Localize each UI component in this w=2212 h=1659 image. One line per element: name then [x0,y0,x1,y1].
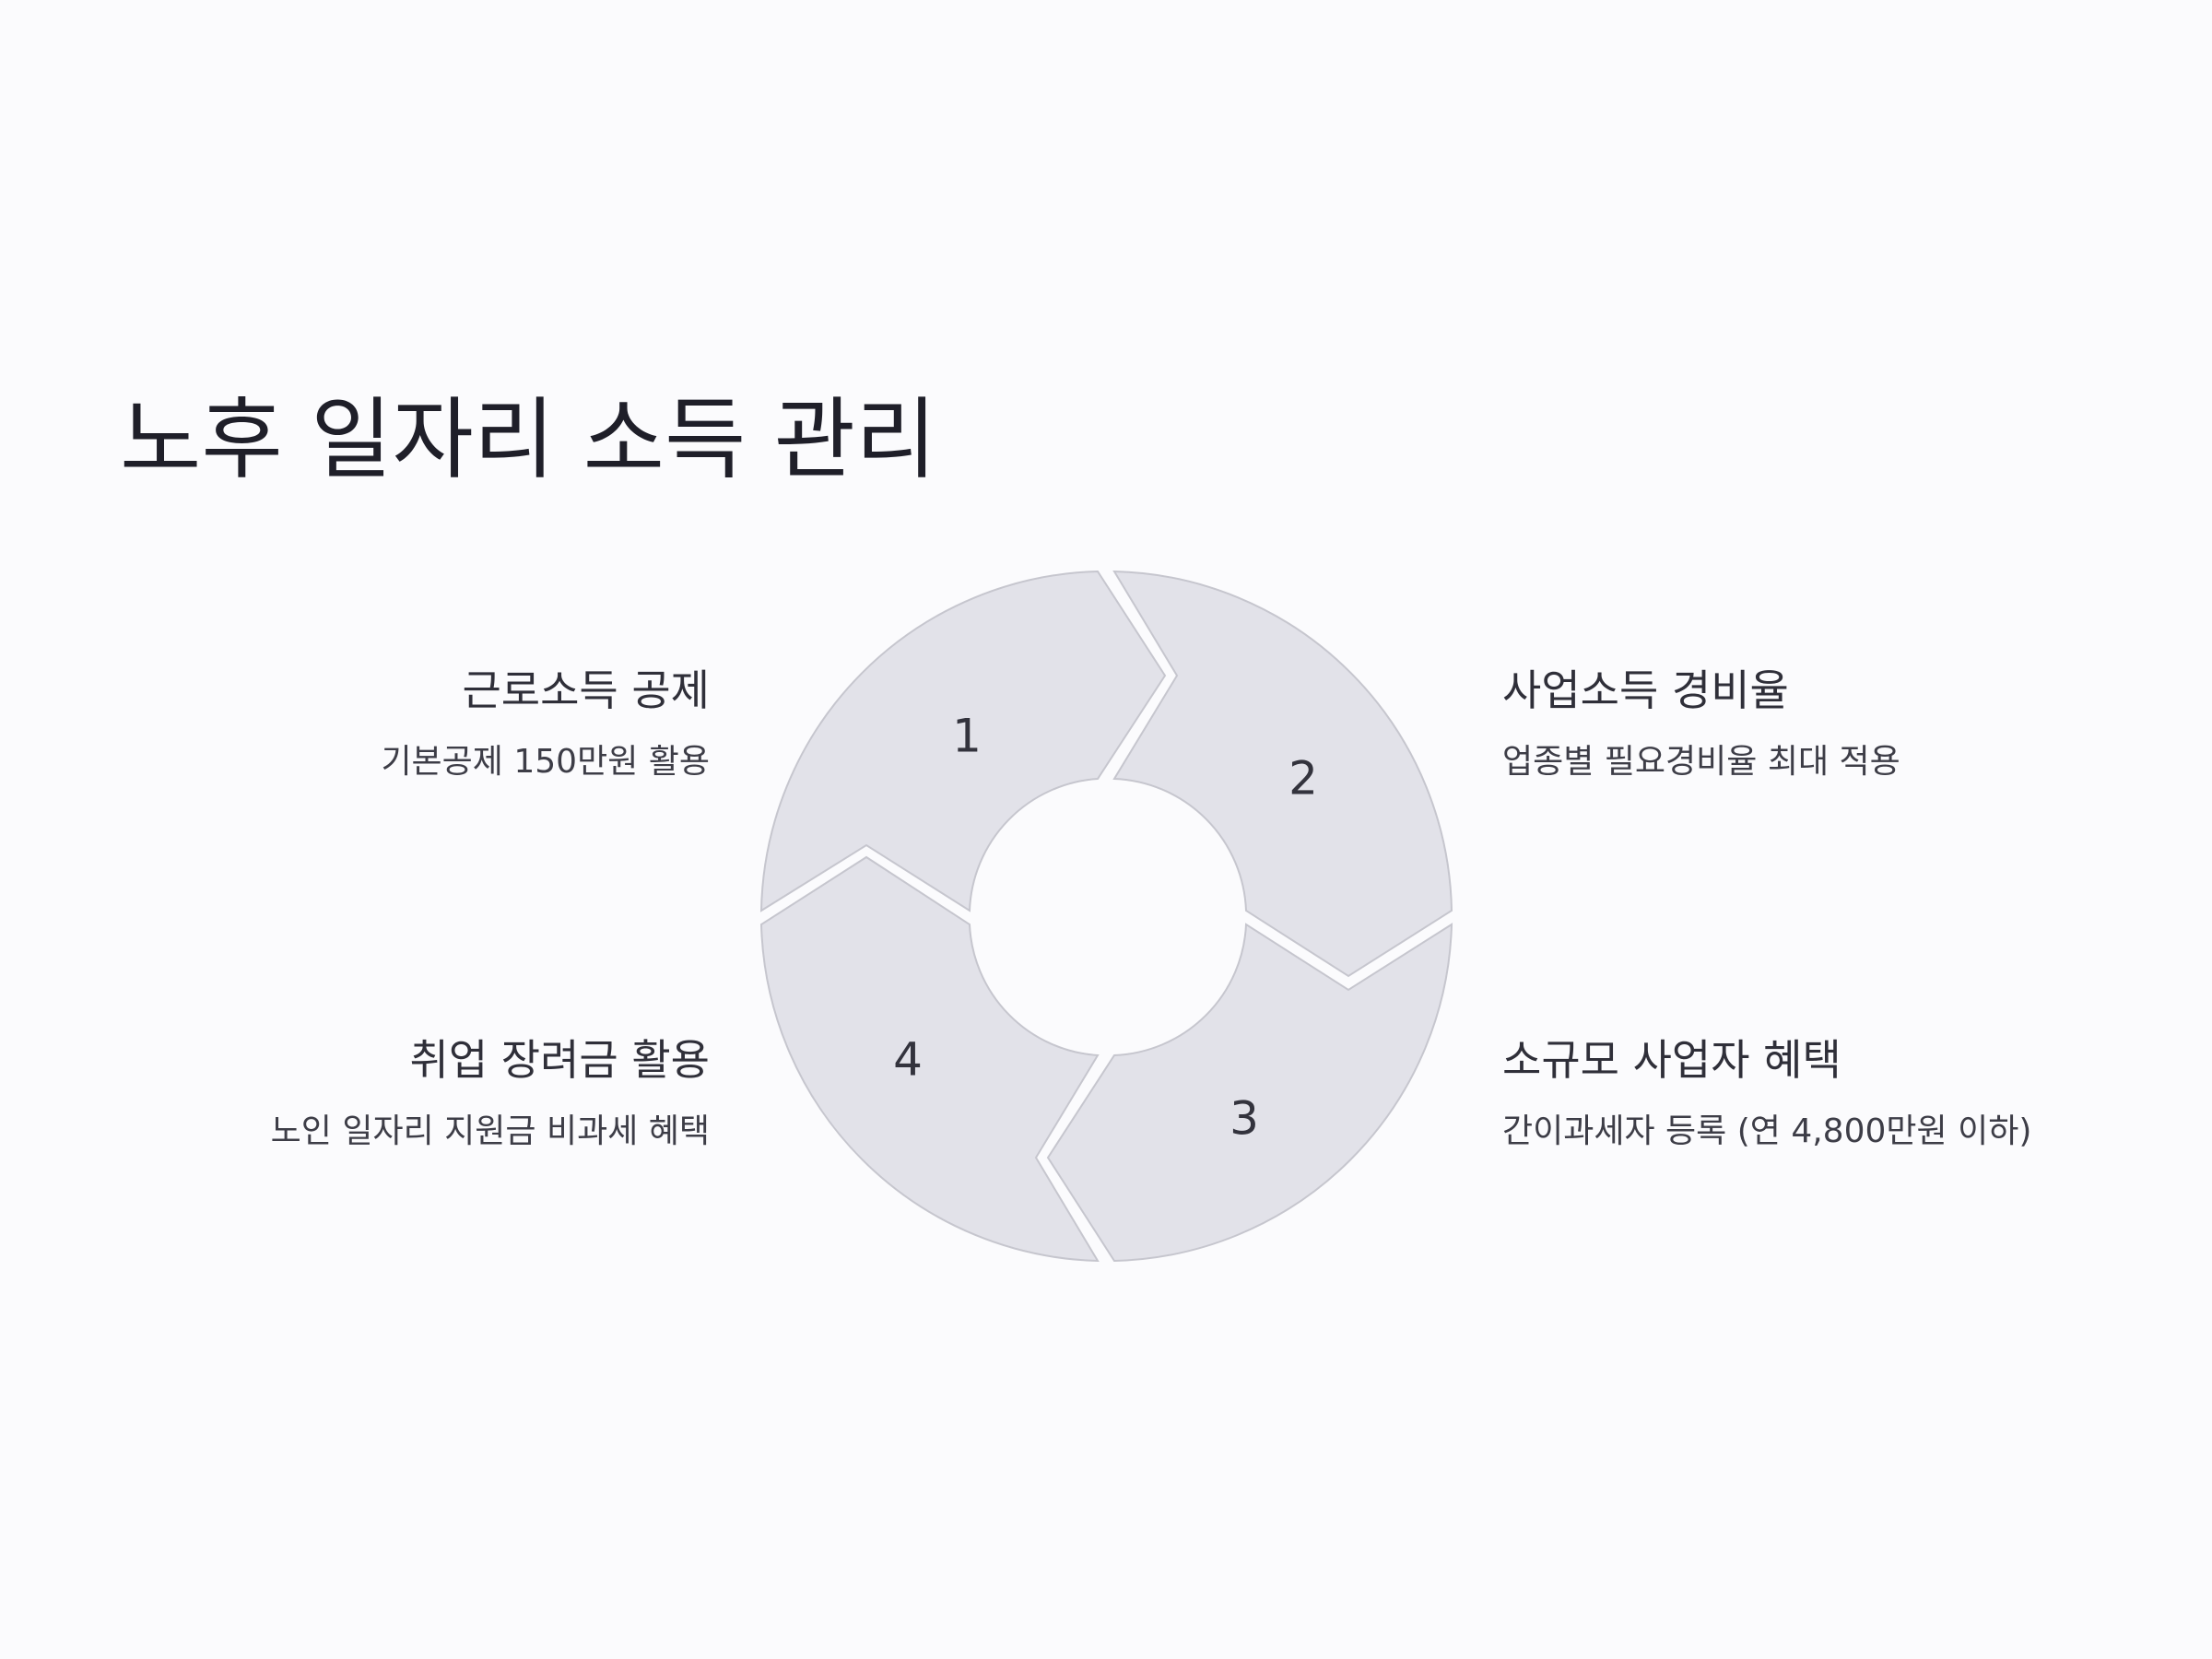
cycle-segment-1 [759,570,1167,912]
step-1-text: 근로소득 공제 기본공제 150만원 활용 [65,665,710,782]
step-3-text: 소규모 사업자 혜택 간이과세자 등록 (연 4,800만원 이하) [1502,1035,2147,1151]
page-title: 노후 일자리 소득 관리 [120,388,937,491]
step-3-description: 간이과세자 등록 (연 4,800만원 이하) [1502,1112,2032,1151]
step-2-heading: 사업소득 경비율 [1502,665,1789,715]
cycle-number-1: 1 [952,710,982,763]
step-4-text: 취업 장려금 활용 노인 일자리 지원금 비과세 혜택 [65,1035,710,1151]
step-2-text: 사업소득 경비율 업종별 필요경비율 최대 적용 [1502,665,2147,782]
cycle-number-2: 2 [1288,752,1318,806]
step-4-heading: 취업 장려금 활용 [409,1035,710,1085]
step-1-heading: 근로소득 공제 [462,665,710,715]
cycle-number-4: 4 [893,1033,923,1087]
cycle-segment-4 [759,855,1100,1263]
step-1-description: 기본공제 150만원 활용 [381,743,710,782]
step-4-description: 노인 일자리 지원금 비과세 혜택 [270,1112,710,1151]
cycle-number-3: 3 [1230,1092,1259,1146]
cycle-segment-2 [1112,570,1453,978]
cycle-segment-3 [1046,923,1453,1263]
step-2-description: 업종별 필요경비율 최대 적용 [1502,743,1900,782]
step-3-heading: 소규모 사업자 혜택 [1502,1035,1841,1085]
